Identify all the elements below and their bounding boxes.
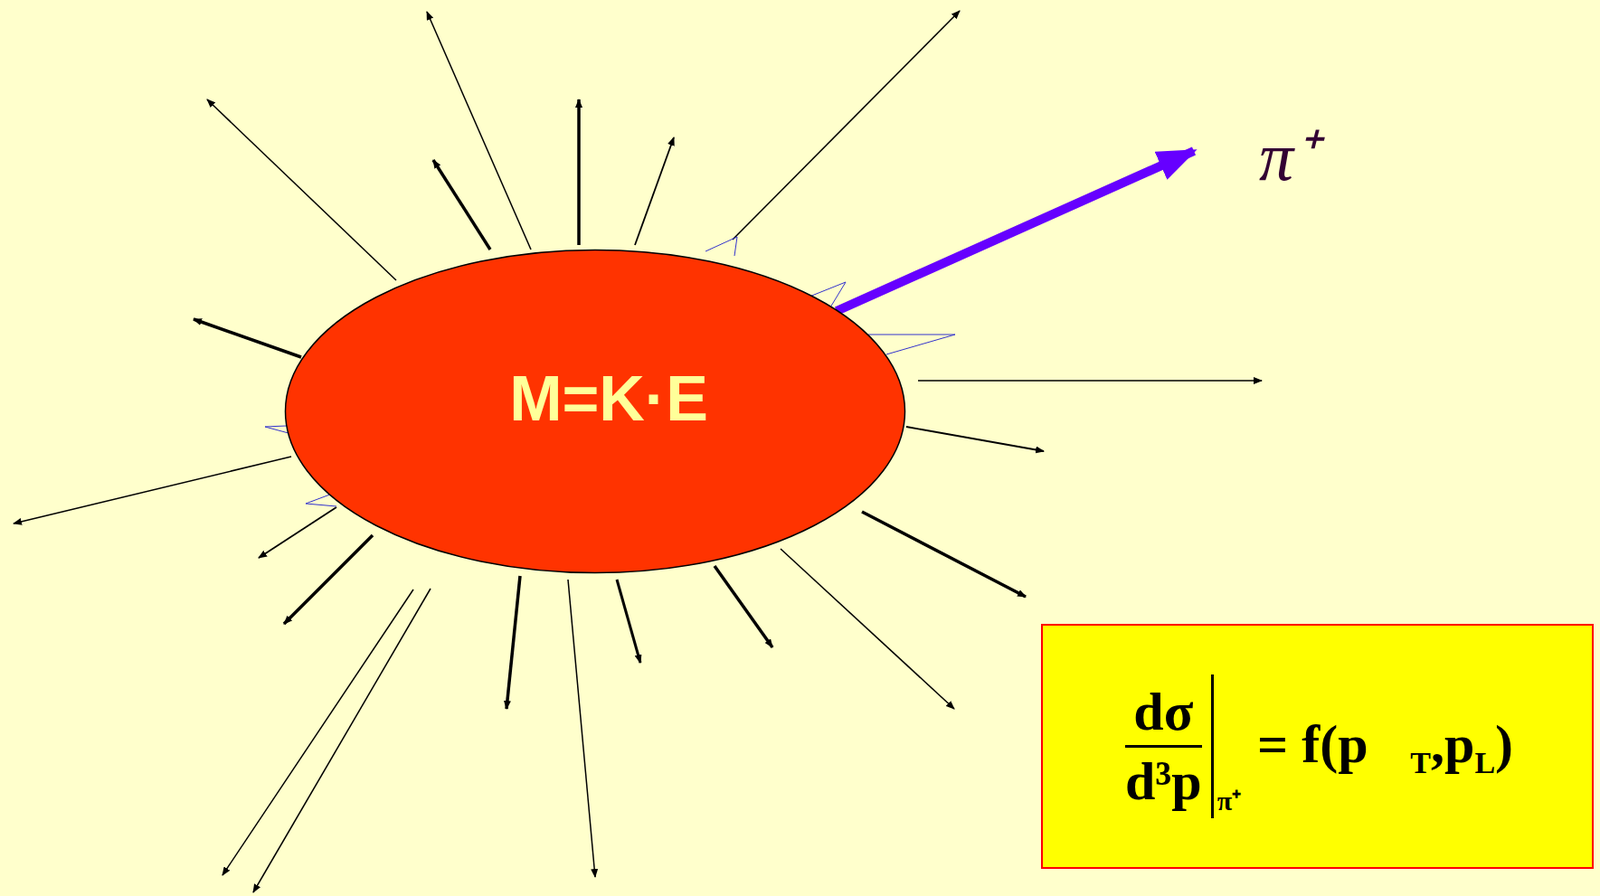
collision-blob: M=K·E <box>284 248 907 575</box>
formula-text: dσ <box>1133 681 1193 742</box>
formula-box: dσ d³p π⁺ = f(p⃗T,pL) <box>1041 624 1594 870</box>
blob-label: M=K·E <box>509 362 709 436</box>
ellipse-shape <box>285 250 906 574</box>
formula-text: = f(p⃗ <box>1257 714 1411 775</box>
subscript: π⁺ <box>1217 781 1241 819</box>
formula-rhs: = f(p⃗T,pL) <box>1257 713 1514 781</box>
formula-text: ) <box>1495 714 1514 775</box>
formula-text: ,p <box>1430 714 1475 775</box>
subscript: L <box>1474 746 1496 780</box>
subscript: T <box>1410 746 1431 780</box>
formula-row: dσ d³p π⁺ = f(p⃗T,pL) <box>1121 674 1514 819</box>
pion-track <box>836 151 1194 312</box>
formula-text: d³p <box>1125 751 1203 812</box>
pion-label: π⁺ <box>1259 106 1317 200</box>
fraction: dσ d³p <box>1121 674 1214 819</box>
fraction-bar <box>1125 745 1203 748</box>
